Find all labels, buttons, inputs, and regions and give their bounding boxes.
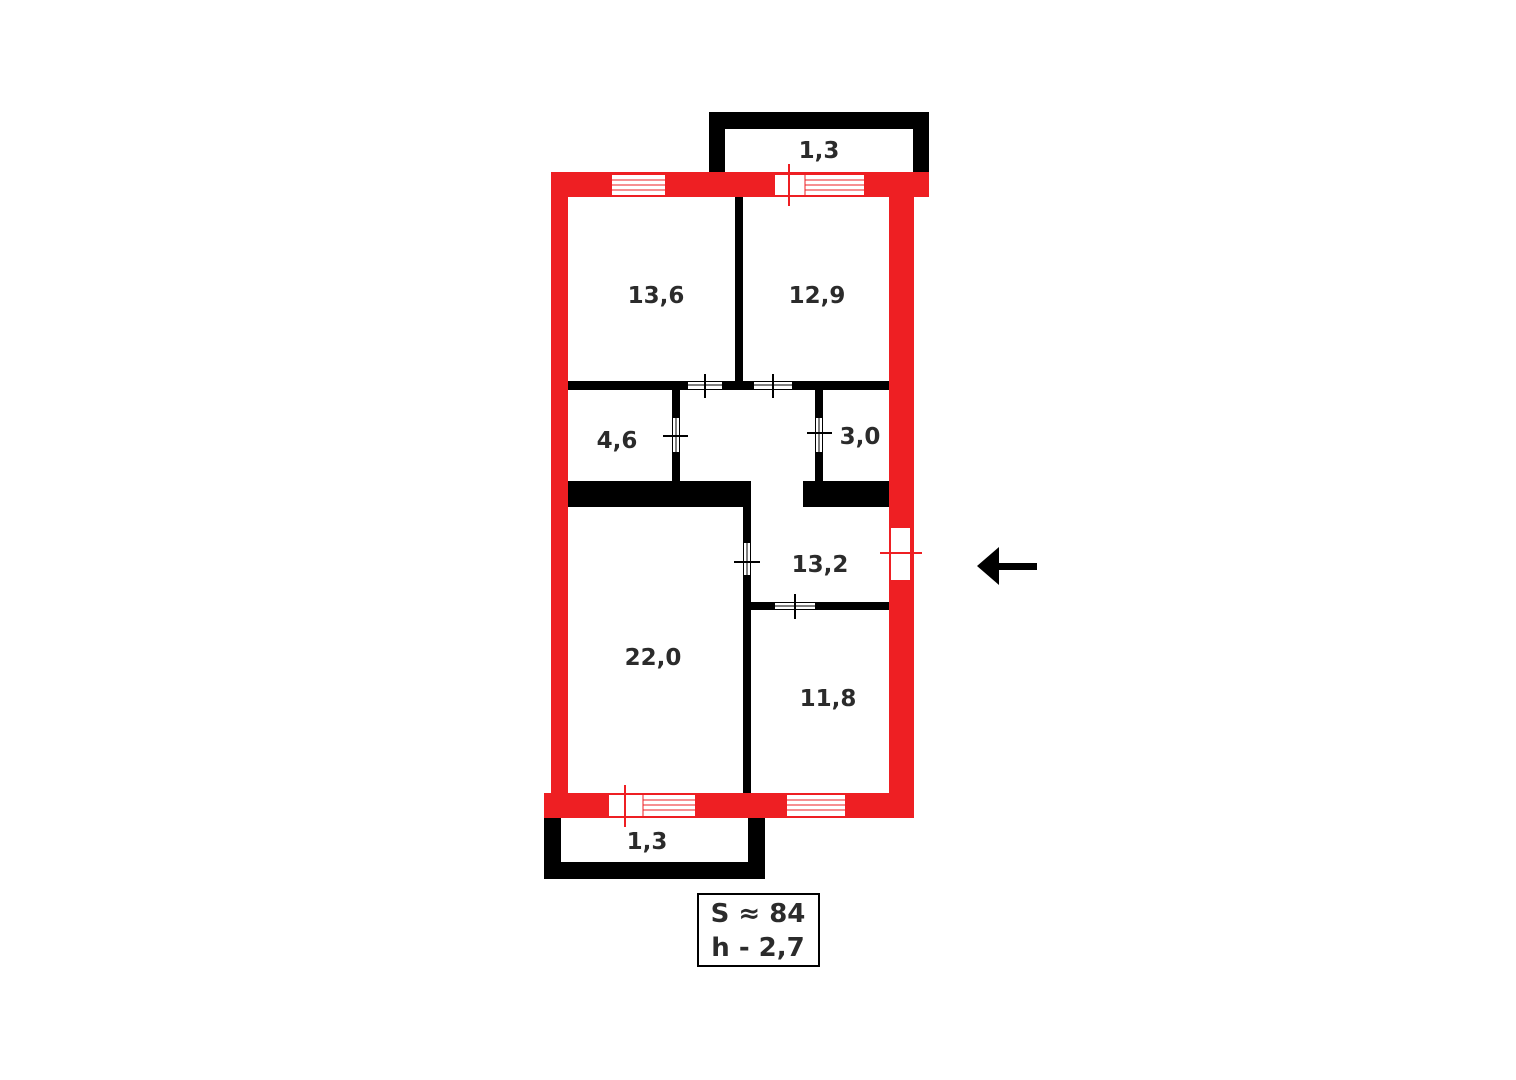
room-area-kitchen: 11,8: [800, 686, 857, 712]
room-area-living-room: 22,0: [625, 645, 682, 671]
door-toilet: [807, 418, 832, 452]
room-area-bathroom: 4,6: [597, 428, 638, 454]
room-area-toilet: 3,0: [840, 424, 881, 450]
balcony-door-bottom: [609, 785, 695, 827]
arrow-left-icon: [977, 547, 1037, 585]
door-bathroom: [663, 418, 688, 452]
total-area: S ≈ 84: [711, 899, 806, 929]
balcony-bottom-walls: [544, 816, 765, 879]
windows: [609, 164, 922, 827]
room-area-bedroom-right: 12,9: [789, 283, 846, 309]
exterior-walls: [544, 172, 929, 818]
window-bottom-right: [787, 795, 845, 816]
room-area-bedroom-left: 13,6: [628, 283, 685, 309]
room-area-hallway: 13,2: [792, 552, 849, 578]
ceiling-height: h - 2,7: [711, 933, 804, 963]
balcony-door-top: [775, 164, 864, 206]
door-bedroom-left: [688, 374, 722, 398]
room-area-balcony-top: 1,3: [799, 138, 840, 164]
door-living: [734, 543, 760, 575]
door-kitchen: [775, 594, 815, 619]
entrance-door: [880, 528, 922, 580]
room-area-balcony-bottom: 1,3: [627, 829, 668, 855]
door-bedroom-right: [754, 374, 792, 398]
interior-doors: [663, 374, 832, 619]
balcony-top-walls: [709, 112, 929, 174]
summary-box: S ≈ 84 h - 2,7: [697, 893, 820, 967]
window-top-left: [612, 175, 665, 195]
